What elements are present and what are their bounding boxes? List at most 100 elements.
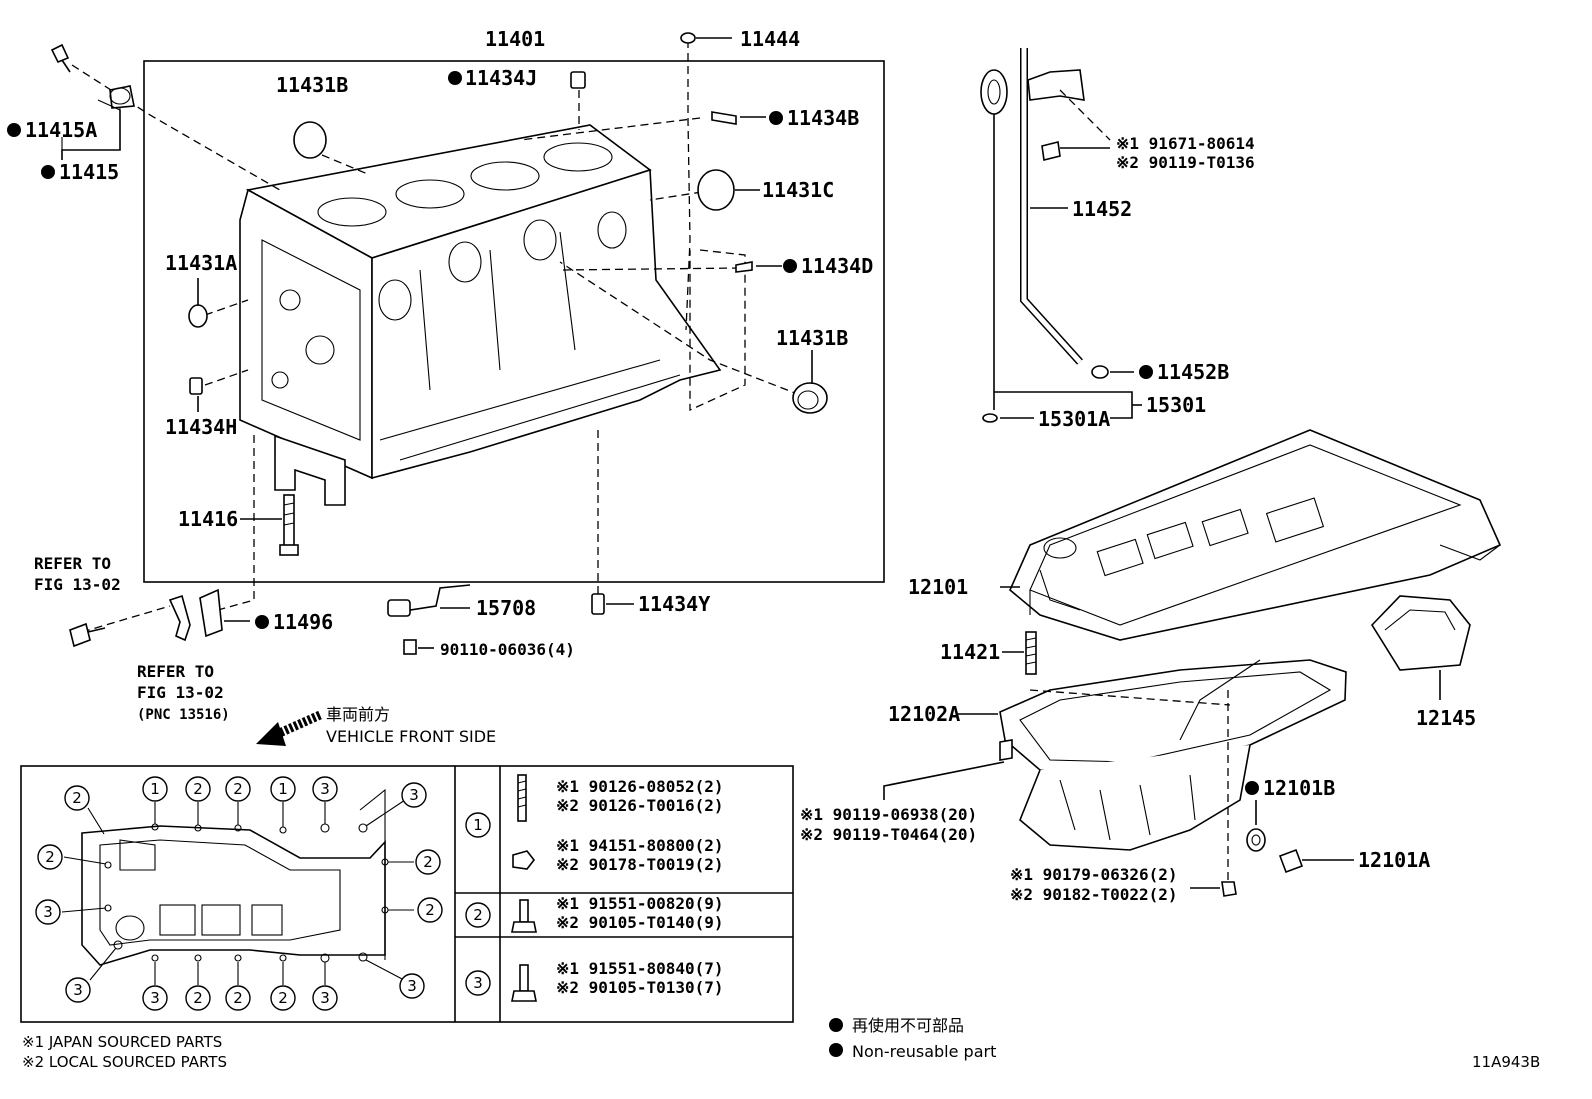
refer-to-line1: REFER TO (34, 554, 111, 573)
label-12101B: 12101B (1263, 776, 1335, 800)
svg-text:※2 90126-T0016(2): ※2 90126-T0016(2) (556, 796, 724, 815)
legend-jp: 再使用不可部品 (852, 1016, 964, 1035)
small-parts (50, 32, 828, 655)
bracket-bolt-japan: ※1 91671-80614 (1116, 134, 1255, 153)
pan-nut-local: ※2 90182-T0022(2) (1010, 885, 1178, 904)
svg-text:3: 3 (473, 974, 483, 992)
label-12101A: 12101A (1358, 848, 1430, 872)
label-12145: 12145 (1416, 706, 1476, 730)
callout-top-4: 1 (270, 776, 296, 802)
label-11431A: 11431A (165, 251, 237, 275)
table-row-3: 3 ※1 91551-80840(7) ※2 90105-T0130(7) (465, 959, 724, 1002)
svg-text:※2 90105-T0140(9): ※2 90105-T0140(9) (556, 913, 724, 932)
lower-oil-pan-drawing (958, 659, 1347, 880)
label-11431B-top: 11431B (276, 73, 348, 97)
pan-nut-japan: ※1 90179-06326(2) (1010, 865, 1178, 884)
callout-top-2: 2 (185, 776, 211, 802)
svg-text:3: 3 (407, 977, 417, 995)
non-reusable-dot (769, 111, 783, 125)
label-15708: 15708 (476, 596, 536, 620)
svg-text:3: 3 (320, 989, 330, 1007)
label-12101: 12101 (908, 575, 968, 599)
svg-text:2: 2 (423, 853, 433, 871)
refer-to-2-line1: REFER TO (137, 662, 214, 681)
svg-text:2: 2 (278, 989, 288, 1007)
refer-to-line2: FIG 13-02 (34, 575, 121, 594)
label-11415A: 11415A (25, 118, 97, 142)
callout-top-1: 1 (142, 776, 168, 802)
non-reusable-dot (1139, 365, 1153, 379)
stud-drawing (1002, 631, 1037, 675)
non-reusable-dot (7, 123, 21, 137)
svg-text:2: 2 (425, 901, 435, 919)
label-11431B-right: 11431B (776, 326, 848, 350)
table-row-2: 2 ※1 91551-00820(9) ※2 90105-T0140(9) (465, 894, 724, 933)
svg-text:2: 2 (193, 780, 203, 798)
svg-text:2: 2 (473, 906, 483, 924)
label-12102A: 12102A (888, 702, 960, 726)
legend-en: Non-reusable part (852, 1042, 996, 1061)
front-direction-en: VEHICLE FRONT SIDE (326, 727, 496, 746)
label-11452: 11452 (1072, 197, 1132, 221)
label-11434H: 11434H (165, 415, 237, 439)
pan-bolt-japan: ※1 90119-06938(20) (800, 805, 977, 824)
label-11421: 11421 (940, 640, 1000, 664)
label-11434J: 11434J (465, 66, 537, 90)
svg-text:3: 3 (320, 780, 330, 798)
svg-text:3: 3 (409, 786, 419, 804)
refer-to-2-line3: (PNC 13516) (137, 707, 230, 723)
front-direction-arrow (256, 710, 322, 746)
legend-dot (829, 1043, 843, 1057)
non-reusable-dot (41, 165, 55, 179)
svg-text:※1 90126-08052(2): ※1 90126-08052(2) (556, 777, 724, 796)
callout-top-6: 3 (401, 782, 427, 808)
block-frame (143, 60, 885, 583)
label-11434Y: 11434Y (638, 592, 710, 616)
callout-right-2: 2 (417, 897, 443, 923)
callout-bottom-3: 2 (225, 985, 251, 1011)
footer-notes: ※1 JAPAN SOURCED PARTS ※2 LOCAL SOURCED … (22, 1016, 1540, 1071)
non-reusable-dot (255, 615, 269, 629)
svg-text:3: 3 (73, 981, 83, 999)
svg-text:※1 94151-80800(2): ※1 94151-80800(2) (556, 836, 724, 855)
note-japan-sourced: ※1 JAPAN SOURCED PARTS (22, 1033, 222, 1051)
cylinder-block-drawing (239, 124, 722, 506)
bracket-bolt-local: ※2 90119-T0136 (1116, 153, 1255, 172)
label-11401: 11401 (485, 27, 545, 51)
callout-left-1: 2 (64, 785, 90, 811)
dipstick-assembly (980, 48, 1142, 423)
svg-text:2: 2 (233, 780, 243, 798)
label-15301A: 15301A (1038, 407, 1110, 431)
label-11496: 11496 (273, 610, 333, 634)
label-11434D: 11434D (801, 254, 873, 278)
svg-text:3: 3 (43, 903, 53, 921)
svg-text:※1 91551-00820(9): ※1 91551-00820(9) (556, 894, 724, 913)
note-local-sourced: ※2 LOCAL SOURCED PARTS (22, 1053, 227, 1071)
svg-text:1: 1 (150, 780, 160, 798)
pan-fasteners (883, 739, 1354, 897)
label-11444: 11444 (740, 27, 800, 51)
legend-dot (829, 1018, 843, 1032)
label-90110-06036: 90110-06036(4) (440, 640, 575, 659)
upper-oil-pan-drawing (1000, 429, 1502, 641)
callout-left-4: 3 (65, 977, 91, 1003)
leader-lines (61, 37, 813, 649)
callout-bottom-2: 2 (185, 985, 211, 1011)
callout-bottom-4: 2 (270, 985, 296, 1011)
plan-callout-leaders (61, 799, 414, 985)
non-reusable-dot (783, 259, 797, 273)
part-number-labels: 11401 11444 11434J 11431B 11434B 11415A … (7, 27, 1476, 904)
table-row-1: 1 ※1 90126-08052(2) ※2 90126-T0016(2) ※1… (465, 774, 724, 874)
svg-text:2: 2 (193, 989, 203, 1007)
non-reusable-dot (1245, 781, 1259, 795)
diagram-code: 11A943B (1472, 1053, 1540, 1071)
callout-bottom-1: 3 (142, 985, 168, 1011)
svg-text:※2 90105-T0130(7): ※2 90105-T0130(7) (556, 978, 724, 997)
label-11415: 11415 (59, 160, 119, 184)
callout-bottom-5: 3 (312, 985, 338, 1011)
svg-text:2: 2 (72, 789, 82, 807)
svg-text:2: 2 (233, 989, 243, 1007)
pan-bolt-local: ※2 90119-T0464(20) (800, 825, 977, 844)
front-direction-jp: 車両前方 (326, 705, 390, 724)
